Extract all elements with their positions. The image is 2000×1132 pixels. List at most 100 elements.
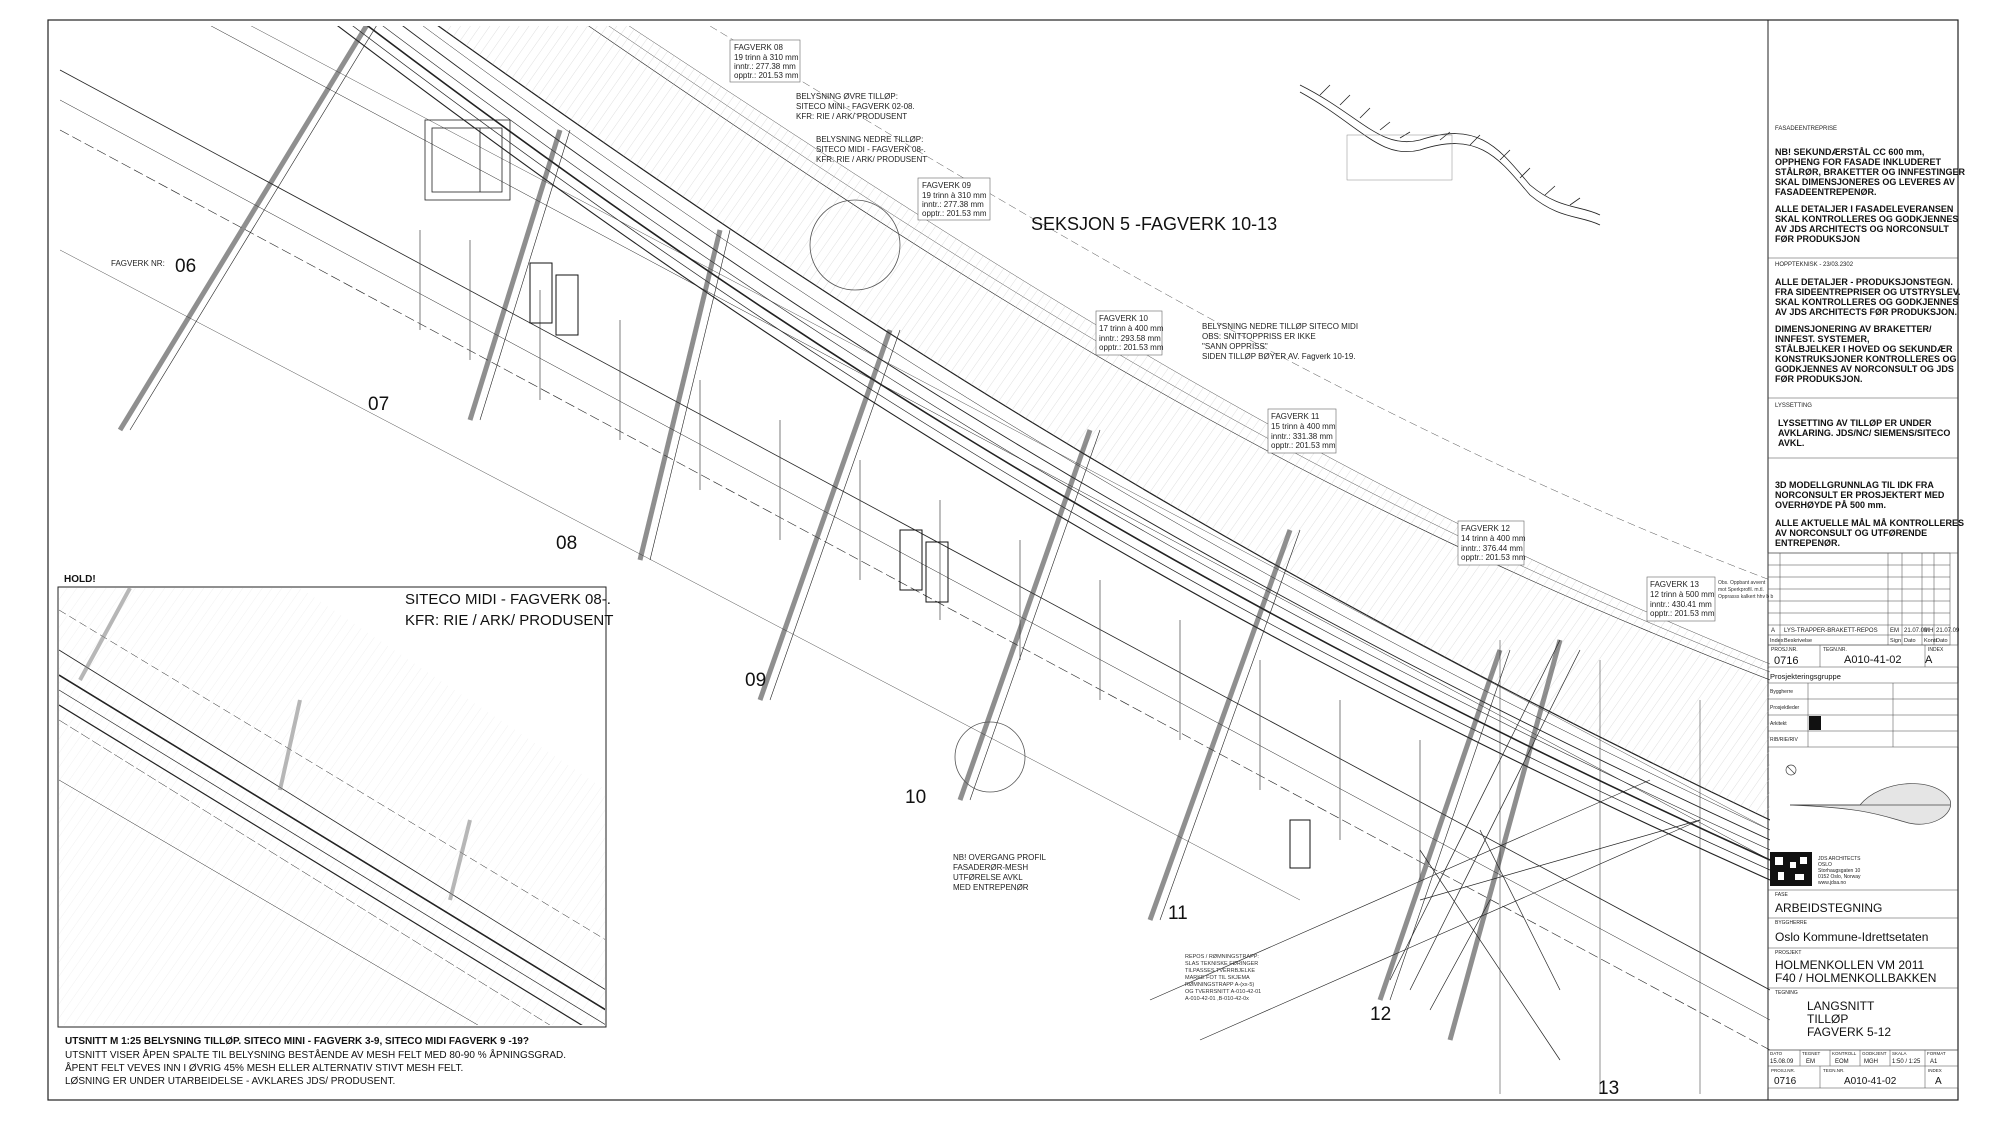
svg-text:DATO: DATO [1770,1051,1783,1056]
svg-text:opptr.: 201.53 mm: opptr.: 201.53 mm [734,71,799,80]
callout-fagverk-13: FAGVERK 13 12 trinn à 500 mm inntr.: 430… [1646,576,1716,622]
revision-headers: Index Beskrivelse Sign Dato Kontr Dato [1770,638,1948,644]
team-roles: Byggherre Prosjektleder Arkitekt RIB/RIE… [1770,689,1800,743]
svg-text:EOM: EOM [1835,1059,1849,1065]
svg-text:FAGVERK 11: FAGVERK 11 [1271,412,1320,421]
firm-address: JDS ARCHITECTS OSLO Storhaugsgaten 10 01… [1818,856,1861,886]
inset-detail [59,588,605,1025]
svg-text:SKAL KONTROLLERES OG GODKJENNE: SKAL KONTROLLERES OG GODKJENNES [1775,297,1958,307]
svg-text:NB! OVERGANG PROFIL: NB! OVERGANG PROFIL [953,853,1046,862]
svg-text:TEGNET: TEGNET [1802,1051,1821,1056]
fagverk-number: 10 [905,787,926,808]
svg-text:FRA SIDEENTREPRISER OG UTSTRYS: FRA SIDEENTREPRISER OG UTSTRYSLEV. [1775,287,1961,297]
svg-text:FAGVERK 12: FAGVERK 12 [1461,524,1510,533]
fagverk-numbers: FAGVERK NR: 06 07 08 09 10 11 12 13 [111,256,1619,1099]
byggherre-value: Oslo Kommune-Idrettsetaten [1775,930,1928,944]
svg-text:opptr.: 201.53 mm: opptr.: 201.53 mm [1271,441,1336,450]
svg-text:KFR: RIE / ARK/ PRODUSENT: KFR: RIE / ARK/ PRODUSENT [796,112,907,121]
prosjekt-line-2: F40 / HOLMENKOLLBAKKEN [1775,971,1936,985]
svg-text:FASADEENTREPENØR.: FASADEENTREPENØR. [1775,187,1877,197]
svg-text:FØR PRODUKSJON.: FØR PRODUKSJON. [1775,374,1863,384]
svg-text:opptr.: 201.53 mm: opptr.: 201.53 mm [922,209,987,218]
jump-3d-thumbnail [1299,84,1601,226]
team-heading: Prosjekteringsgruppe [1770,672,1841,681]
inset-title: SITECO MIDI - FAGVERK 08-. [405,591,611,608]
svg-text:UTFØRELSE AVKL: UTFØRELSE AVKL [953,873,1023,882]
jds-logo [1770,852,1812,886]
svg-text:BELYSNING NEDRE TILLØP:: BELYSNING NEDRE TILLØP: [816,135,923,144]
svg-text:opptr.: 201.53 mm: opptr.: 201.53 mm [1461,553,1526,562]
svg-text:opptr.: 201.53 mm: opptr.: 201.53 mm [1650,609,1715,618]
lys-notes: LYSSETTING AV TILLØP ER UNDER AVKLARING.… [1778,418,1950,448]
svg-text:INNFEST. SYSTEMER,: INNFEST. SYSTEMER, [1775,334,1870,344]
model-notes: 3D MODELLGRUNNLAG TIL IDK FRA NORCONSULT… [1775,480,1964,548]
revision-grid [1767,552,1951,646]
svg-text:3D MODELLGRUNNLAG TIL IDK FRA: 3D MODELLGRUNNLAG TIL IDK FRA [1775,480,1934,490]
fasade-heading: FASADEENTREPRISE [1775,126,1837,132]
svg-text:14 trinn à 400 mm: 14 trinn à 400 mm [1461,534,1526,543]
fagverk-number: 09 [745,670,766,691]
svg-text:Obs. Oppbant avvent: Obs. Oppbant avvent [1718,580,1766,586]
fagverk-number: 06 [175,256,196,277]
svg-text:MGH: MGH [1864,1059,1878,1065]
callout-fagverk-09: FAGVERK 09 19 trinn à 310 mm inntr.: 277… [917,177,991,221]
svg-text:inntr.: 376.44 mm: inntr.: 376.44 mm [1461,544,1523,553]
svg-text:FAGVERK 10: FAGVERK 10 [1099,314,1148,323]
svg-text:INDEX: INDEX [1928,647,1944,653]
tegning-line-2: TILLØP [1807,1012,1848,1026]
fagverk-number: 12 [1370,1004,1391,1025]
svg-text:19 trinn à 310 mm: 19 trinn à 310 mm [922,191,987,200]
svg-text:15 trinn à 400 mm: 15 trinn à 400 mm [1271,422,1336,431]
svg-text:GODKJENT: GODKJENT [1862,1051,1887,1056]
svg-text:www.jdsa.no: www.jdsa.no [1818,880,1846,886]
svg-text:PROSJ.NR.: PROSJ.NR. [1771,647,1798,653]
svg-text:BELYSNING NEDRE TILLØP SITECO: BELYSNING NEDRE TILLØP SITECO MIDI [1202,322,1358,331]
svg-text:TEGN.NR.: TEGN.NR. [1823,647,1847,653]
svg-text:AVKL.: AVKL. [1778,438,1804,448]
svg-text:inntr.: 331.38 mm: inntr.: 331.38 mm [1271,432,1333,441]
svg-text:A-010-42-01 ,B-010-42-0x: A-010-42-01 ,B-010-42-0x [1185,996,1249,1002]
svg-text:19 trinn à 310 mm: 19 trinn à 310 mm [734,53,799,62]
svg-text:LYS-TRAPPER-BRAKETT-REPOS: LYS-TRAPPER-BRAKETT-REPOS [1784,628,1878,634]
svg-text:FAGVERK 13: FAGVERK 13 [1650,580,1699,589]
svg-text:NB! SEKUNDÆRSTÅL CC 600 mm,: NB! SEKUNDÆRSTÅL CC 600 mm, [1775,147,1924,157]
svg-text:ALLE DETALJER I FASADELEVERANS: ALLE DETALJER I FASADELEVERANSEN [1775,204,1953,214]
footer-index: A [1935,1076,1942,1087]
svg-text:LØSNING ER UNDER UTARBEIDELSE: LØSNING ER UNDER UTARBEIDELSE - AVKLARES… [65,1076,395,1087]
hold-label: HOLD! [64,574,96,585]
svg-text:ENTREPENØR.: ENTREPENØR. [1775,538,1840,548]
footer-values: 15.08.09 EM EOM MGH 1:50 / 1:25 A1 [1770,1059,1938,1065]
hopp-notes: ALLE DETALJER - PRODUKSJONSTEGN. FRA SID… [1775,277,1961,384]
drawing-number: A010-41-02 [1844,654,1902,666]
callout-fagverk-10: FAGVERK 10 17 trinn à 400 mm inntr.: 293… [1095,310,1164,356]
svg-text:TEGNING: TEGNING [1775,990,1798,996]
svg-text:Dato: Dato [1936,638,1948,644]
footer-project-number: 0716 [1774,1076,1797,1087]
fasade-notes: NB! SEKUNDÆRSTÅL CC 600 mm, OPPHENG FOR … [1775,147,1966,244]
svg-text:INDEX: INDEX [1928,1068,1942,1073]
svg-text:RIB/RIE/RIV: RIB/RIE/RIV [1770,737,1798,743]
svg-text:OBS: SNITTOPPRISS ER IKKE: OBS: SNITTOPPRISS ER IKKE [1202,332,1316,341]
svg-text:FAGVERK 08: FAGVERK 08 [734,43,783,52]
svg-text:MH: MH [1924,628,1933,634]
svg-text:ALLE AKTUELLE MÅL MÅ KONTROLLE: ALLE AKTUELLE MÅL MÅ KONTROLLERES [1775,518,1964,528]
svg-text:Prosjektleder: Prosjektleder [1770,705,1800,711]
svg-text:Index: Index [1770,638,1784,644]
svg-text:AV NORCONSULT OG UTFØRENDE: AV NORCONSULT OG UTFØRENDE [1775,528,1927,538]
svg-text:SKAL KONTROLLERES OG GODKJENNE: SKAL KONTROLLERES OG GODKJENNES [1775,214,1958,224]
svg-text:JDS ARCHITECTS: JDS ARCHITECTS [1818,856,1861,862]
svg-text:"SANN OPPRISS": "SANN OPPRISS" [1202,342,1268,351]
svg-text:21.07.09: 21.07.09 [1936,628,1960,634]
svg-text:BELYSNING ØVRE TILLØP:: BELYSNING ØVRE TILLØP: [796,92,898,101]
svg-text:Arkitekt: Arkitekt [1770,721,1787,727]
svg-text:MARKE FOT TIL SKJEMA: MARKE FOT TIL SKJEMA [1185,975,1250,981]
key-plan [1785,764,1951,825]
svg-text:SIDEN TILLØP BØYER AV. Fagverk: SIDEN TILLØP BØYER AV. Fagverk 10-19. [1202,352,1356,361]
svg-text:Byggherre: Byggherre [1770,689,1793,695]
svg-text:A1: A1 [1930,1059,1938,1065]
svg-text:DIMENSJONERING AV BRAKETTER/: DIMENSJONERING AV BRAKETTER/ [1775,324,1932,334]
lighting-notes: BELYSNING ØVRE TILLØP: SITECO MINI - FAG… [796,92,1774,1002]
svg-text:REPOS / RØMNINGSTRAPP:: REPOS / RØMNINGSTRAPP: [1185,954,1259,960]
